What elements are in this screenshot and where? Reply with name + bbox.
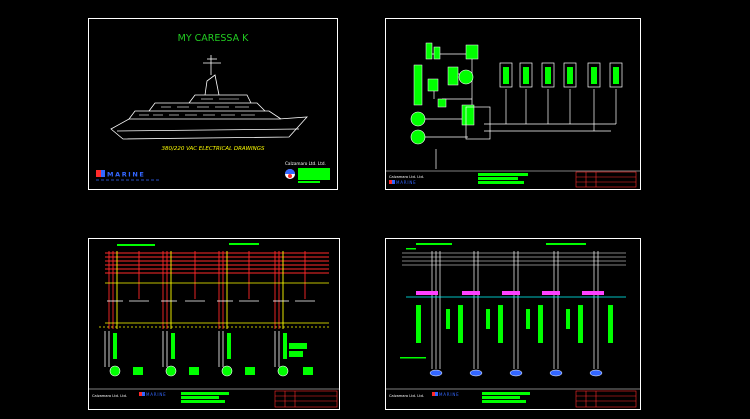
single-line-diagram: Calzamaro Ltd. Ltd. MARINE bbox=[386, 42, 640, 188]
cover-sheet[interactable]: MY CARESSA K 380/220 VAC ELECT bbox=[88, 18, 338, 190]
single-line-diagram-sheet[interactable]: Calzamaro Ltd. Ltd. MARINE bbox=[385, 18, 641, 190]
drawing-subtitle: 380/220 VAC ELECTRICAL DRAWINGS bbox=[161, 146, 265, 152]
generator-icon bbox=[410, 69, 474, 145]
feeder-panels bbox=[499, 62, 623, 88]
svg-text:MARINE: MARINE bbox=[439, 392, 459, 397]
busbar-labels bbox=[117, 243, 259, 246]
power-buses bbox=[105, 252, 329, 274]
feeders bbox=[431, 251, 599, 369]
panel-diagram: Calzamaro Ltd. Ltd. MARINE bbox=[386, 243, 640, 408]
svg-text:MARINE: MARINE bbox=[146, 392, 166, 397]
svg-text:Calzamaro Ltd. Ltd.: Calzamaro Ltd. Ltd. bbox=[389, 175, 424, 179]
panel-diagram-sheet[interactable]: Calzamaro Ltd. Ltd. MARINE bbox=[385, 238, 641, 410]
marine-logo: MARINE bbox=[96, 170, 161, 181]
cover-sheet-drawing: MY CARESSA K 380/220 VAC ELECT bbox=[96, 33, 330, 183]
vertical-feeders bbox=[108, 251, 306, 329]
svg-text:Calzamaro Ltd. Ltd.: Calzamaro Ltd. Ltd. bbox=[285, 161, 326, 166]
wiring-diagram-sheet[interactable]: Calzamaro Ltd. Ltd. MARINE bbox=[88, 238, 340, 410]
svg-text:MARINE: MARINE bbox=[107, 171, 145, 179]
drawing-title: MY CARESSA K bbox=[178, 33, 250, 44]
wiring-diagram: Calzamaro Ltd. Ltd. MARINE bbox=[89, 243, 339, 408]
svg-text:Calzamaro Ltd. Ltd.: Calzamaro Ltd. Ltd. bbox=[389, 394, 424, 398]
title-block: Calzamaro Ltd. Ltd. MARINE bbox=[386, 170, 640, 188]
breakers bbox=[406, 291, 626, 298]
yacht-illustration bbox=[110, 55, 308, 140]
load-icons bbox=[429, 369, 603, 377]
motor-icons bbox=[109, 365, 313, 377]
svg-text:MARINE: MARINE bbox=[396, 180, 416, 185]
title-block: Calzamaro Ltd. Ltd. MARINE bbox=[89, 388, 339, 408]
calzamaro-logo: Calzamaro Ltd. Ltd. bbox=[285, 161, 330, 183]
svg-text:Calzamaro Ltd. Ltd.: Calzamaro Ltd. Ltd. bbox=[92, 394, 127, 398]
switchboard-panels bbox=[413, 42, 479, 126]
title-block: Calzamaro Ltd. Ltd. MARINE bbox=[386, 388, 640, 408]
